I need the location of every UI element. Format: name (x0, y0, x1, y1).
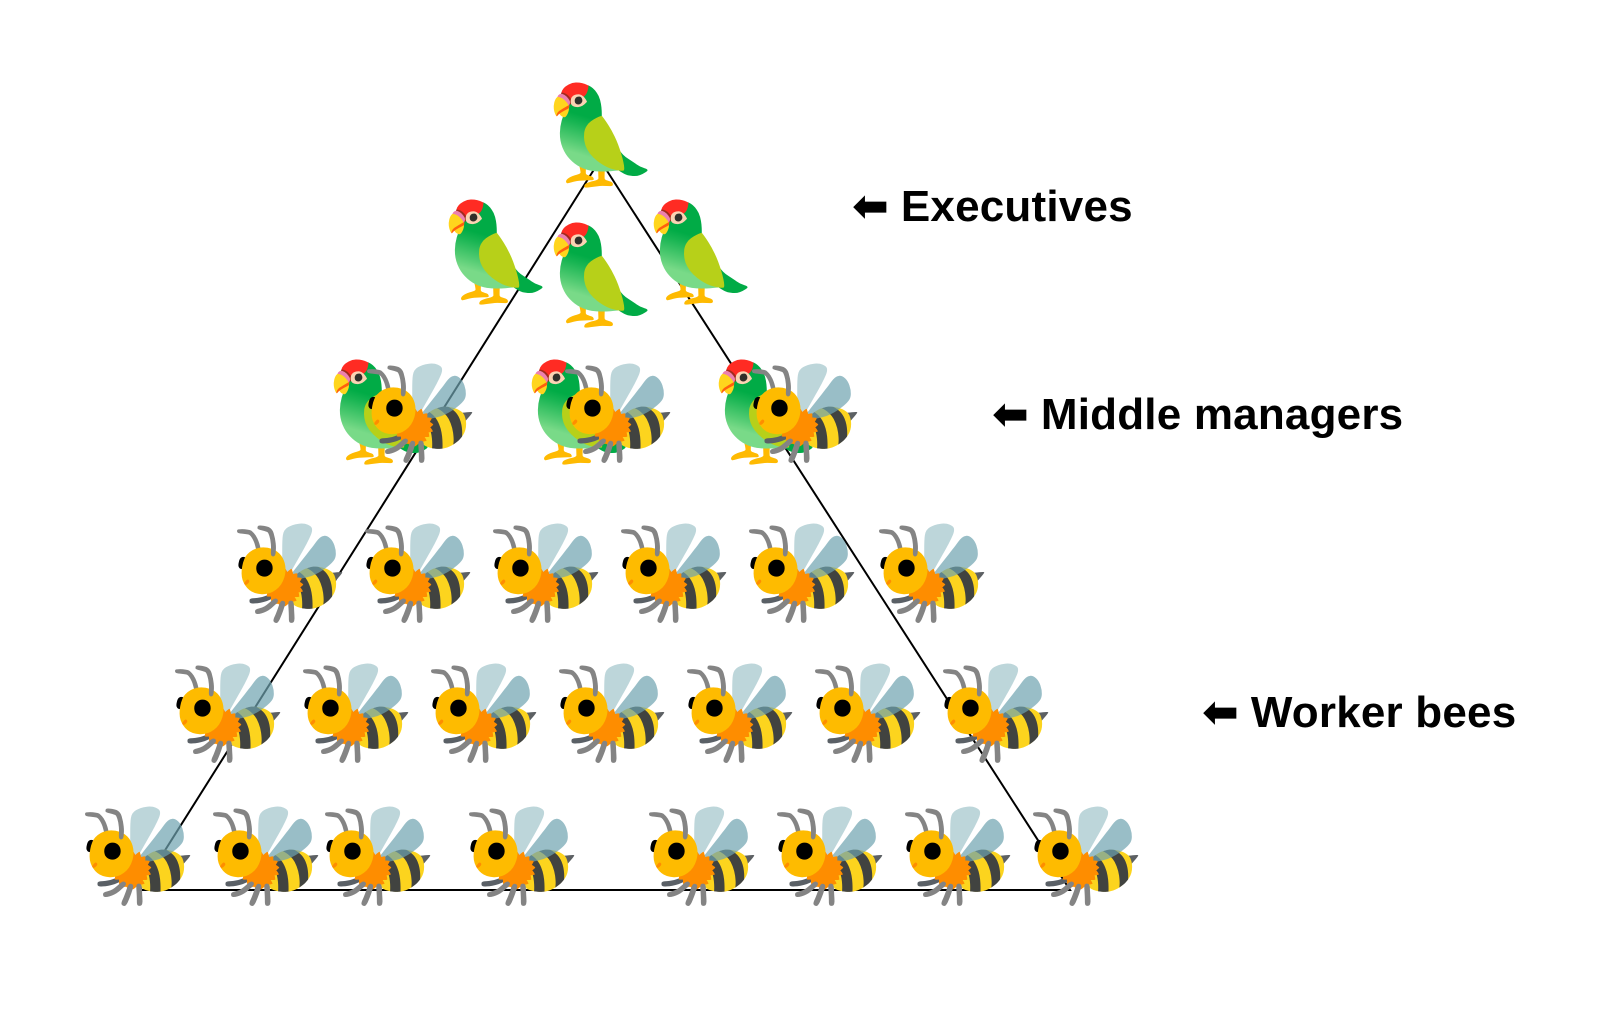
bee-icon: 🐝 (680, 664, 800, 760)
bee-icon: 🐝 (614, 524, 734, 620)
bee-icon: 🐝 (168, 664, 288, 760)
middle-managers-label: ⬅ Middle managers (992, 390, 1403, 440)
parrot-icon: 🦜 (640, 204, 760, 300)
bee-icon: 🐝 (745, 364, 865, 460)
bee-icon: 🐝 (770, 807, 890, 903)
bee-icon: 🐝 (552, 664, 672, 760)
bee-icon: 🐝 (898, 807, 1018, 903)
bee-icon: 🐝 (462, 807, 582, 903)
bee-icon: 🐝 (742, 524, 862, 620)
bee-icon: 🐝 (206, 807, 326, 903)
executives-label: ⬅ Executives (852, 182, 1133, 232)
bee-icon: 🐝 (78, 807, 198, 903)
bee-icon: 🐝 (642, 807, 762, 903)
worker-bees-label: ⬅ Worker bees (1202, 688, 1516, 738)
middle-managers-label-text: Middle managers (1041, 390, 1403, 440)
bee-icon: 🐝 (424, 664, 544, 760)
left-arrow-icon: ⬅ (1202, 691, 1239, 735)
bee-icon: 🐝 (558, 364, 678, 460)
bee-icon: 🐝 (296, 664, 416, 760)
bee-icon: 🐝 (808, 664, 928, 760)
parrot-icon: 🦜 (435, 204, 555, 300)
worker-bees-label-text: Worker bees (1251, 688, 1517, 738)
parrot-icon: 🦜 (540, 87, 660, 183)
bee-icon: 🐝 (360, 364, 480, 460)
left-arrow-icon: ⬅ (992, 393, 1029, 437)
executives-label-text: Executives (901, 182, 1133, 232)
bee-icon: 🐝 (358, 524, 478, 620)
bee-icon: 🐝 (486, 524, 606, 620)
bee-icon: 🐝 (872, 524, 992, 620)
bee-icon: 🐝 (936, 664, 1056, 760)
bee-icon: 🐝 (318, 807, 438, 903)
bee-icon: 🐝 (1026, 807, 1146, 903)
left-arrow-icon: ⬅ (852, 185, 889, 229)
bee-icon: 🐝 (230, 524, 350, 620)
